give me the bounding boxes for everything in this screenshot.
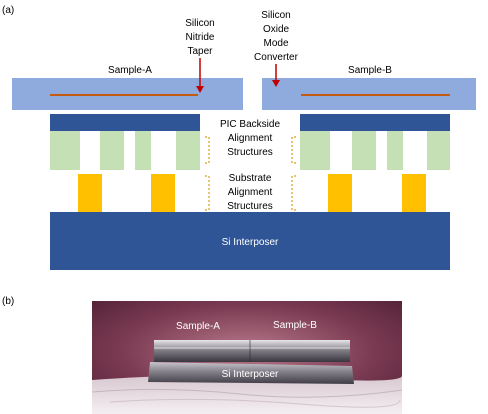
substrate-alignment-structure <box>328 174 352 212</box>
photograph: Sample-A Sample-B Si Interposer <box>91 301 403 414</box>
panel-a-label: (a) <box>2 5 14 16</box>
photo-sample-a-label: Sample-A <box>176 321 220 332</box>
pic-alignment-structure <box>100 131 124 170</box>
pic-alignment-structure <box>300 131 330 170</box>
photo-sample-b-label: Sample-B <box>273 320 317 331</box>
substrate-alignment-label-line-2: Alignment <box>228 187 273 198</box>
substrate-alignment-structure <box>402 174 426 212</box>
panel-b: (b) Sample-A Sample-B Si Interposer <box>2 296 403 414</box>
photo-interposer-label: Si Interposer <box>222 369 279 380</box>
photo-surface-texture <box>91 388 403 398</box>
pic-alignment-label-line-2: Alignment <box>228 133 273 144</box>
converter-callout-line-4: Converter <box>254 52 299 63</box>
si-interposer-block <box>50 212 450 270</box>
photo-chip-stack <box>154 340 350 362</box>
photo-interposer <box>148 362 354 384</box>
pic-alignment-structure <box>50 131 80 170</box>
substrate-bracket-right <box>291 175 296 211</box>
pic-alignment-structure <box>352 131 376 170</box>
substrate-alignment-label-line-3: Structures <box>227 201 273 212</box>
taper-arrow-head <box>196 86 204 93</box>
sample-a-label: Sample-A <box>108 65 152 76</box>
pic-alignment-structure <box>176 131 200 170</box>
pic-alignment-structure <box>427 131 450 170</box>
taper-callout-line-1: Silicon <box>185 18 214 29</box>
substrate-alignment-structure <box>151 174 175 212</box>
pic-backside-bar-left <box>50 114 200 131</box>
panel-b-label: (b) <box>2 296 14 307</box>
si-interposer-label: Si Interposer <box>222 237 279 248</box>
pic-backside-bar-right <box>300 114 450 131</box>
converter-callout-line-3: Mode <box>263 38 288 49</box>
panel-a: (a) Sample-A Sample-B Silicon Nitride Ta… <box>2 5 476 270</box>
converter-arrow-head <box>272 80 280 87</box>
converter-callout-line-2: Oxide <box>263 24 290 35</box>
pic-alignment-label-line-1: PIC Backside <box>220 119 280 130</box>
pic-alignment-label-line-3: Structures <box>227 147 273 158</box>
photo-surface-texture <box>109 398 401 408</box>
taper-callout-line-2: Nitride <box>186 32 215 43</box>
pic-bracket-left <box>205 136 210 164</box>
substrate-bracket-left <box>205 175 210 211</box>
pic-alignment-structure <box>387 131 403 170</box>
pic-alignment-structure <box>135 131 151 170</box>
taper-callout-line-3: Taper <box>187 46 213 57</box>
pic-bracket-right <box>291 136 296 164</box>
converter-callout-line-1: Silicon <box>261 10 290 21</box>
sample-b-label: Sample-B <box>348 65 392 76</box>
substrate-alignment-label-line-1: Substrate <box>229 173 272 184</box>
substrate-alignment-structure <box>78 174 102 212</box>
